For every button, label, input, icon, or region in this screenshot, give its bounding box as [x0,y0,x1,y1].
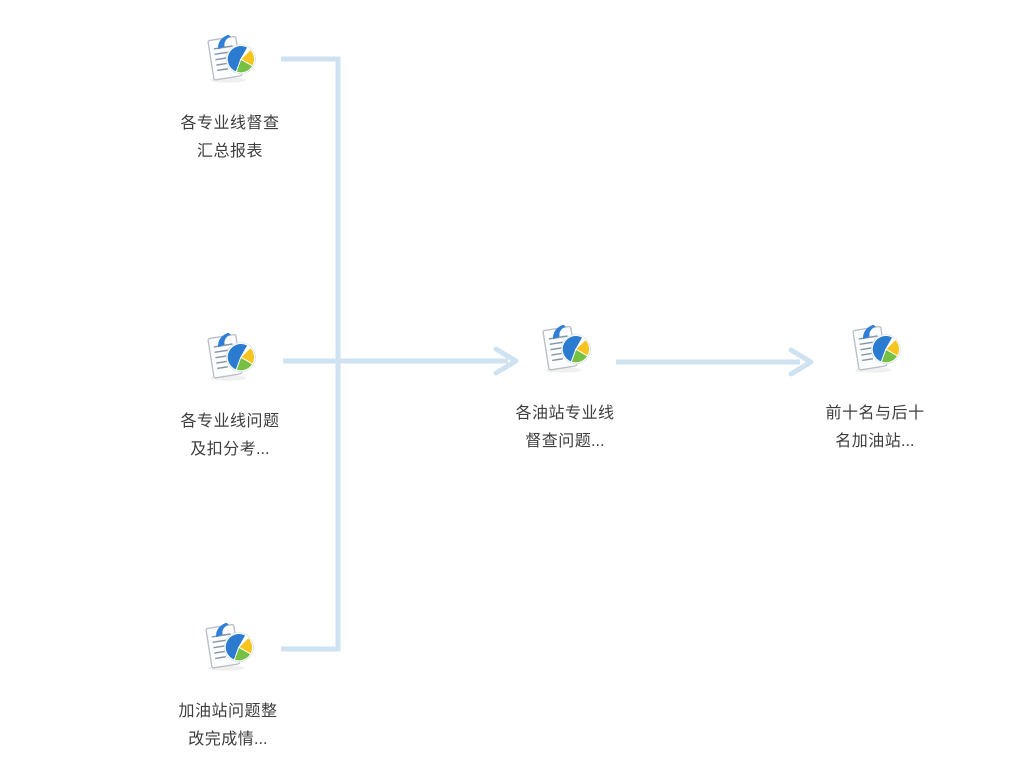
node-label-line2: 名加油站... [835,433,915,450]
connector-elbow-top-bottom [281,56,341,652]
node-label-line1: 各油站专业线 [515,405,615,422]
node-label: 各专业线督查 汇总报表 [180,110,279,166]
report-with-pie-chart-icon [205,622,254,671]
node-label: 各油站专业线 督查问题... [515,400,614,456]
node-label-line1: 前十名与后十 [825,405,925,422]
report-node-summary[interactable]: 各专业线督查 汇总报表 [150,32,310,166]
report-node-issues-deduction[interactable]: 各专业线问题 及扣分考... [150,330,310,464]
report-node-station-issues[interactable]: 各油站专业线 督查问题... [485,322,645,456]
node-label-line2: 汇总报表 [196,143,263,160]
node-label-line1: 各专业线督查 [180,115,280,132]
arrowhead-icon [493,346,519,376]
node-label-line2: 督查问题... [525,433,605,450]
report-with-pie-chart-icon [542,324,591,373]
report-with-pie-chart-icon [852,324,901,373]
report-node-rectification[interactable]: 加油站问题整 改完成情... [148,620,308,754]
node-label-line2: 改完成情... [188,731,268,748]
node-label: 加油站问题整 改完成情... [178,698,277,754]
node-label-line2: 及扣分考... [190,441,270,458]
node-label-line1: 各专业线问题 [180,413,280,430]
report-node-top-bottom-ten[interactable]: 前十名与后十 名加油站... [795,322,955,456]
node-label: 各专业线问题 及扣分考... [180,408,279,464]
arrowhead-icon [788,347,814,377]
node-label-line1: 加油站问题整 [178,703,278,720]
report-with-pie-chart-icon [207,332,256,381]
node-label: 前十名与后十 名加油站... [825,400,924,456]
report-with-pie-chart-icon [207,34,256,83]
